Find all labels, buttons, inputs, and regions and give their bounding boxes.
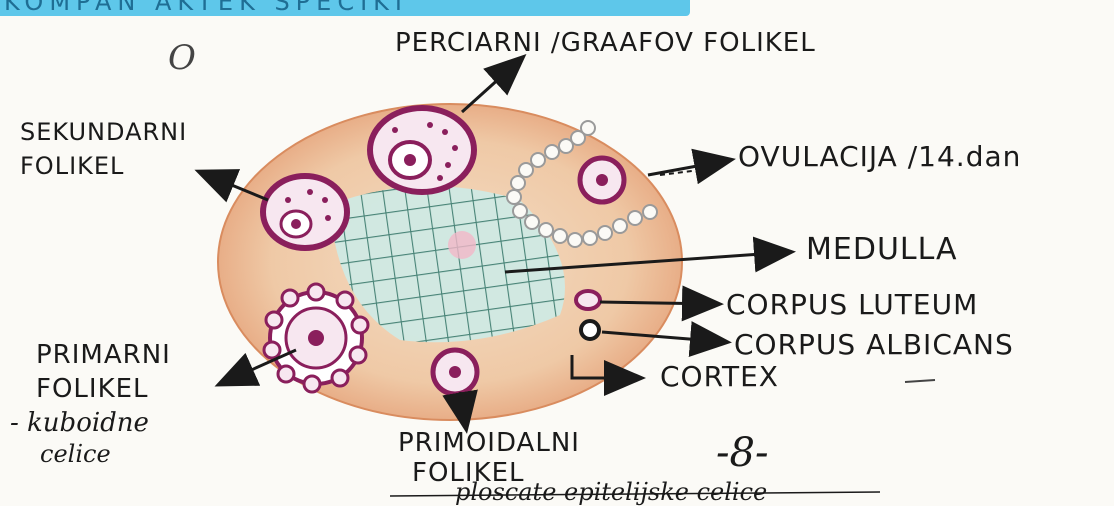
ovulated-oocyte [580,158,624,202]
arrow-graaf [462,58,522,112]
label-cortex: CORTEX [660,360,779,393]
primordial-follicle [433,350,477,394]
label-medulla: MEDULLA [806,232,958,267]
medulla-center-spot [448,231,476,259]
margin-mark: O [168,38,196,78]
label-secondary-follicle-1: SEKUNDARNI [20,118,187,146]
corpus-albicans [581,321,599,339]
label-graafian-follicle: PERCIARNI /GRAAFOV FOLIKEL [395,28,816,58]
label-corpus-luteum: CORPUS LUTEUM [726,288,978,321]
label-secondary-follicle-2: FOLIKEL [20,152,124,180]
label-primary-note-1: - kuboidne [10,408,149,438]
label-primary-note-2: celice [40,440,111,468]
arrow-ovulation [648,160,730,175]
label-corpus-albicans: CORPUS ALBICANS [734,328,1014,361]
arrow-corpus-luteum [600,302,718,304]
corpus-luteum [576,291,600,309]
label-primary-follicle-2: FOLIKEL [36,374,149,404]
label-primordial-note: ploscate epitelijske celice [455,478,767,506]
secondary-follicle [263,176,347,248]
label-primordial-follicle-1: PRIMOIDALNI [398,428,580,458]
loose-dash [905,380,935,382]
label-ovulation: OVULACIJA /14.dan [738,140,1021,173]
page-number: -8- [716,430,768,476]
label-primary-follicle-1: PRIMARNI [36,340,171,370]
graafian-follicle [370,108,474,192]
